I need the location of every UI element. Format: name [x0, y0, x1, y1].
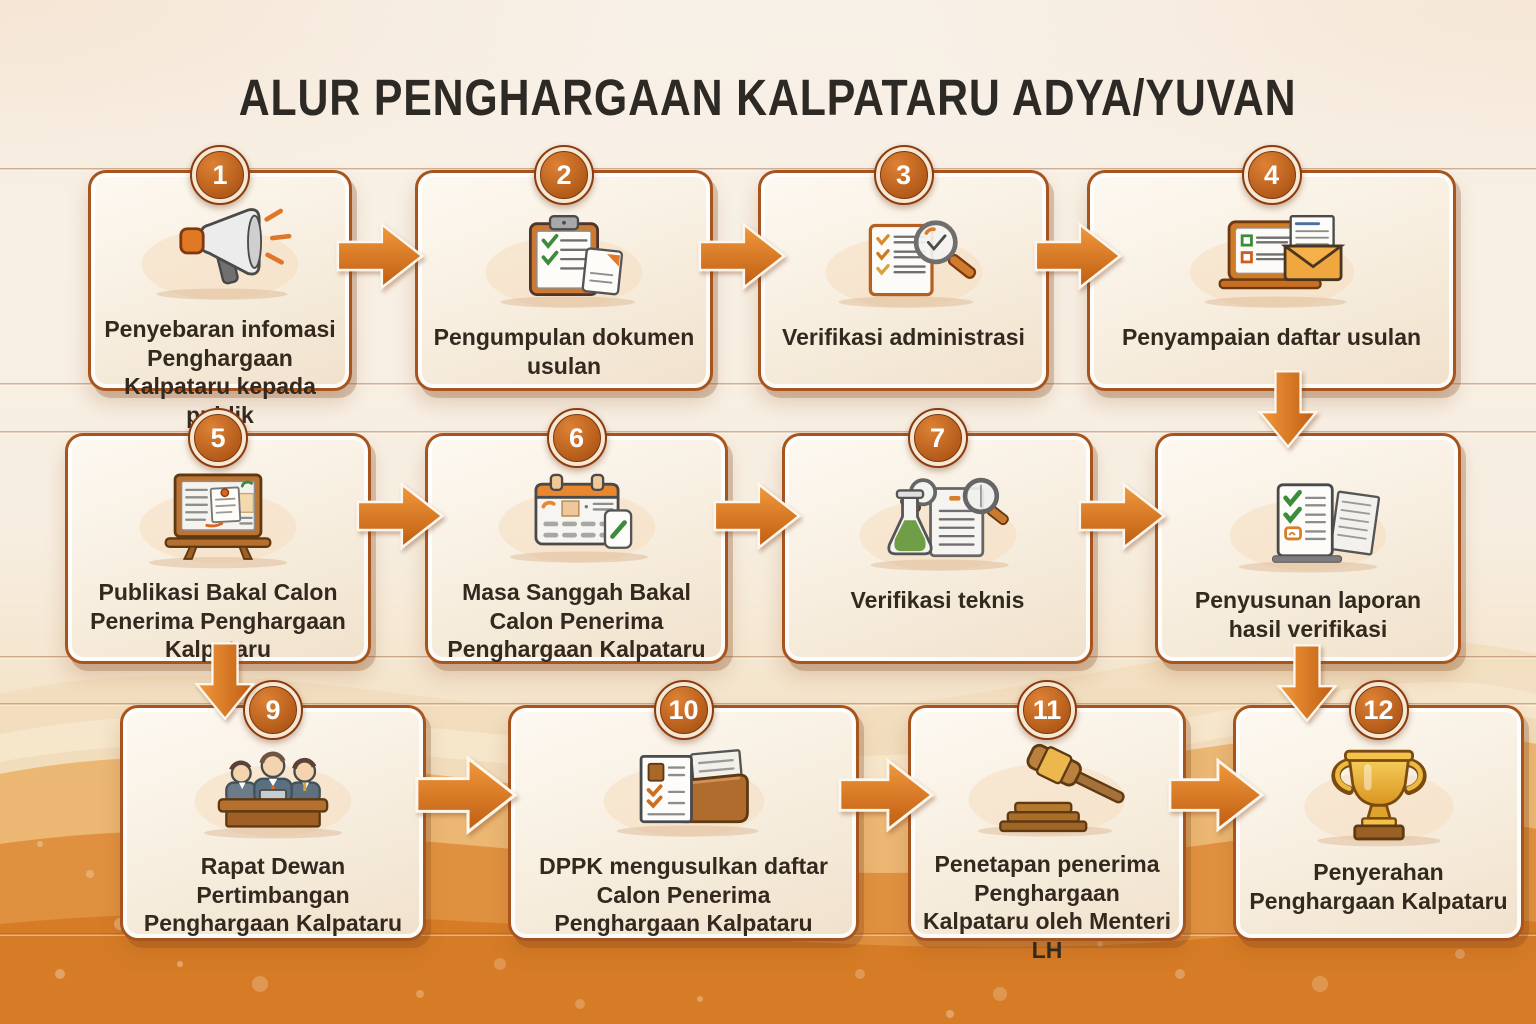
step-box-7: 7 Verifikasi teknis: [782, 408, 1093, 664]
step-number-badge: 11: [1017, 680, 1077, 740]
documents-folder-icon: [603, 749, 764, 838]
row-rule: [0, 703, 1536, 706]
step-number-badge: 1: [190, 145, 250, 205]
clipboard-checklist-icon: [485, 215, 643, 308]
step-label: Penyerahan Penghargaan Kalpataru: [1249, 859, 1508, 914]
step-label: DPPK mengusulkan daftar Calon Penerima P…: [539, 853, 828, 937]
step-box-6: 6: [425, 408, 728, 664]
arrow-right-2-3: [698, 218, 786, 294]
row-rule: [0, 168, 1536, 171]
step-label: Verifikasi administrasi: [782, 324, 1025, 350]
step-number-badge: 6: [546, 408, 607, 468]
trophy-icon: [1303, 749, 1454, 847]
arrow-down-8-12: [1274, 642, 1340, 724]
step-number-badge: 9: [243, 680, 303, 740]
step-label: Masa Sanggah Bakal Calon Penerima Pengha…: [447, 579, 706, 663]
step-label: Penyebaran infomasi Penghargaan Kalpatar…: [104, 316, 336, 428]
step-number-badge: 10: [653, 680, 714, 740]
step-box-9: 9: [120, 680, 426, 941]
step-box-11: 11 Penetapan penerima Penghargaan Kalpat…: [908, 680, 1186, 963]
step-number-badge: 2: [534, 145, 594, 205]
step-box-10: 10: [508, 680, 859, 941]
meeting-icon: [194, 751, 352, 839]
notice-board-icon: [139, 473, 297, 569]
arrow-right-10-11: [838, 752, 934, 838]
megaphone-icon: [141, 208, 299, 300]
arrow-right-7-8: [1078, 478, 1166, 554]
arrow-right-11-12: [1168, 752, 1264, 838]
step-label: Penyampaian daftar usulan: [1121, 324, 1422, 350]
report-checklist-icon: [1229, 483, 1387, 573]
arrow-right-3-4: [1034, 218, 1122, 294]
step-label: Verifikasi teknis: [850, 587, 1025, 613]
document-magnifier-icon: [825, 220, 982, 308]
step-label: Pengumpulan dokumen usulan: [433, 324, 695, 379]
step-box-5: 5: [65, 408, 371, 664]
step-label: Penetapan penerima Penghargaan Kalpataru…: [923, 851, 1171, 963]
step-number-badge: 3: [873, 145, 934, 205]
step-label: Penyusunan laporan hasil verifikasi: [1194, 587, 1422, 642]
step-box-3: 3 Verifikasi administrasi: [758, 145, 1049, 391]
step-label: Rapat Dewan Pertimbangan Penghargaan Kal…: [143, 853, 403, 937]
arrow-right-9-10: [414, 752, 518, 838]
flask-document-magnifier-icon: [859, 477, 1016, 571]
arrow-right-6-7: [713, 478, 801, 554]
calendar-icon: [498, 473, 655, 563]
step-number-badge: 7: [907, 408, 968, 468]
step-box-4: 4: [1087, 145, 1456, 391]
step-number-badge: 4: [1241, 145, 1302, 205]
arrow-down-5-9: [192, 640, 258, 722]
step-box-8: Penyusunan laporan hasil verifikasi: [1155, 433, 1461, 664]
arrow-right-1-2: [336, 218, 424, 294]
arrow-down-4-8: [1255, 368, 1321, 450]
arrow-right-5-6: [356, 478, 444, 554]
row-rule: [0, 656, 1536, 659]
page-title: ALUR PENGHARGAAN KALPATARU ADYA/YUVAN: [239, 69, 1297, 126]
gavel-icon: [968, 743, 1126, 837]
step-box-2: 2 Pengump: [415, 145, 713, 391]
laptop-mail-icon: [1189, 215, 1354, 308]
step-box-12: 12 Penyerahan Penghargaan Kalpataru: [1233, 680, 1524, 941]
row-rule: [0, 431, 1536, 434]
step-box-1: 1 Penyebaran infomasi Penghargaan Kalpat…: [88, 145, 352, 428]
step-number-badge: 12: [1348, 680, 1409, 740]
step-number-badge: 5: [188, 408, 248, 468]
